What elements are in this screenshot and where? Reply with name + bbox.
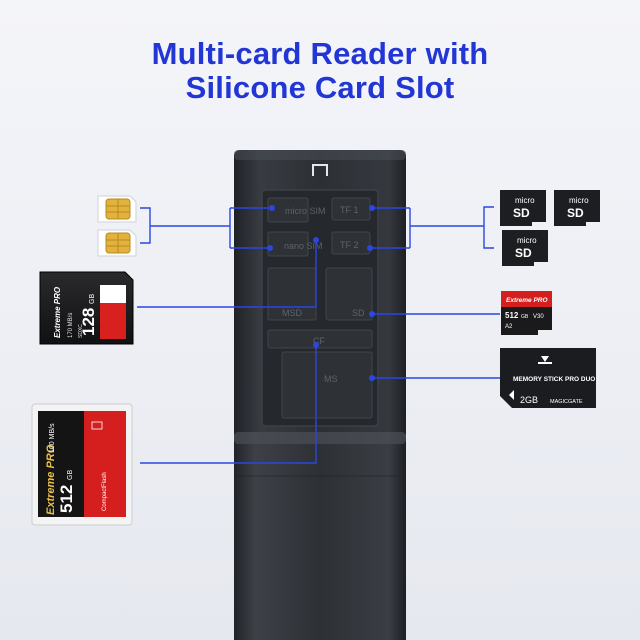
micro-sd-pro-class: V30 <box>533 314 544 320</box>
reader-lower-body <box>234 432 406 640</box>
slot-label-nano-sim: nano SIM <box>284 241 323 251</box>
headline-line-1: Multi-card Reader with <box>151 36 489 71</box>
memory-stick-name: MEMORY STICK PRO DUO <box>513 376 595 383</box>
micro-sd-card-1: micro SD <box>500 190 546 226</box>
micro-sd-card-2: micro SD <box>554 190 600 226</box>
micro-sd-1-line2: SD <box>513 206 530 220</box>
connector-lines <box>137 206 500 464</box>
slot-label-ms: MS <box>324 374 338 384</box>
insert-arrow-icon <box>509 390 514 400</box>
sim-card-1 <box>97 195 137 223</box>
cf-card-unit: GB <box>67 470 74 480</box>
slot-label-cf: CF <box>313 336 325 346</box>
slot-label-micro-sim: micro SIM <box>285 206 326 216</box>
cf-card-speed: 160 MB/s <box>49 423 56 453</box>
sd-card-brand: Extreme PRO <box>53 286 62 338</box>
micro-sd-pro-brand: Extreme PRO <box>506 297 548 304</box>
slot-label-tf2: TF 2 <box>340 240 359 250</box>
cf-card: Extreme PRO 512 GB 160 MB/s CompactFlash <box>31 403 133 526</box>
slot-label-sd: SD <box>352 308 365 318</box>
slot-label-tf1: TF 1 <box>340 205 359 215</box>
micro-sd-pro-unit: GB <box>521 314 529 320</box>
memory-stick-logo-icon <box>541 356 549 362</box>
cf-card-type: CompactFlash <box>102 472 108 511</box>
memory-stick-capacity: 2GB <box>520 395 538 405</box>
micro-sd-1-line1: micro <box>515 196 535 205</box>
sd-card-capacity: 128 <box>79 308 98 336</box>
connector-dots <box>267 205 375 381</box>
micro-sd-2-line2: SD <box>567 206 584 220</box>
cf-card-brand: Extreme PRO <box>45 444 57 515</box>
cf-card-capacity: 512 <box>57 485 76 513</box>
sd-card-type: SDXC <box>78 324 84 338</box>
sd-card: Extreme PRO 170 MB/s 128 GB SDXC <box>39 271 134 345</box>
micro-sd-pro-capacity: 512 <box>505 311 519 320</box>
micro-sd-3-line2: SD <box>515 246 532 260</box>
micro-sd-3-line1: micro <box>517 236 537 245</box>
memory-stick-card: MEMORY STICK PRO DUO 2GB MAGICGATE <box>500 348 596 408</box>
memory-stick-brand: MAGICGATE <box>550 399 583 405</box>
sim-card-2 <box>97 229 137 257</box>
micro-sd-pro-card: Extreme PRO 512 GB V30 A2 <box>501 291 552 335</box>
headline-line-2: Silicone Card Slot <box>185 70 455 105</box>
sd-card-unit: GB <box>89 294 96 304</box>
usb-logo-icon <box>312 164 328 176</box>
micro-sd-2-line1: micro <box>569 196 589 205</box>
micro-sd-card-3: micro SD <box>502 230 548 266</box>
micro-sd-pro-app: A2 <box>505 324 513 330</box>
sd-card-speed: 170 MB/s <box>68 313 74 338</box>
card-reader: micro SIM TF 1 nano SIM TF 2 MSD SD CF M… <box>234 150 406 640</box>
slot-label-msd: MSD <box>282 308 303 318</box>
